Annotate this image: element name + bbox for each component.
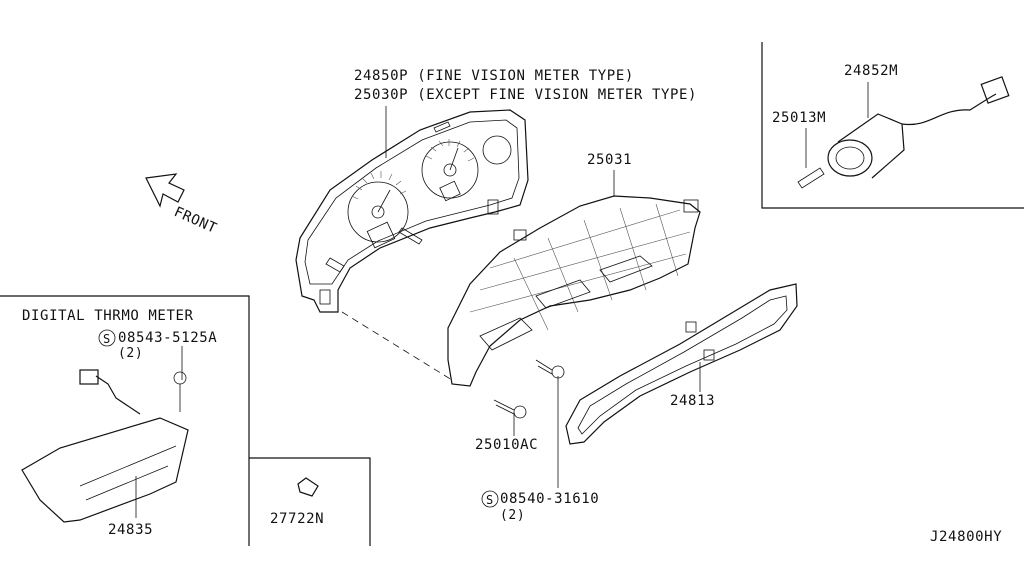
label-25010ac: 25010AC	[475, 437, 539, 453]
label-24852m: 24852M	[844, 63, 899, 79]
front-arrow-icon	[145, 173, 185, 208]
thermo-meter-drawing	[21, 369, 189, 523]
label-24813: 24813	[670, 393, 716, 409]
meter-housing-drawing	[447, 195, 701, 387]
label-25031: 25031	[587, 152, 633, 168]
inset-frame-27722n	[249, 457, 371, 546]
label-08543-qty: (2)	[118, 346, 144, 361]
label-24850p: 24850P (FINE VISION METER TYPE)	[354, 68, 634, 84]
meter-frame-drawing	[565, 283, 798, 445]
bulb-27722n-drawing	[297, 477, 319, 497]
s-marker-label-1: S	[103, 332, 110, 346]
s-marker-icon: S	[98, 329, 116, 347]
label-08540-31610: 08540-31610	[500, 491, 600, 507]
label-08543-5125a: 08543-5125A	[118, 330, 218, 346]
diagram-code: J24800HY	[930, 529, 1003, 545]
inset-frame-24852m	[761, 42, 1024, 209]
s-marker-icon: S	[481, 490, 499, 508]
label-27722n: 27722N	[270, 511, 325, 527]
inset-frame-thermo-meter	[0, 295, 250, 546]
label-24835: 24835	[108, 522, 154, 538]
s-marker-label-2: S	[486, 493, 493, 507]
label-digital-thermo-meter: DIGITAL THRMO METER	[22, 308, 194, 324]
sensor-unit-24852m-drawing	[797, 76, 1010, 189]
label-08540-qty: (2)	[500, 508, 526, 523]
label-25030p: 25030P (EXCEPT FINE VISION METER TYPE)	[354, 87, 698, 103]
label-25013m: 25013M	[772, 110, 827, 126]
screws-drawing	[493, 359, 565, 419]
meter-cluster-drawing	[295, 109, 529, 313]
